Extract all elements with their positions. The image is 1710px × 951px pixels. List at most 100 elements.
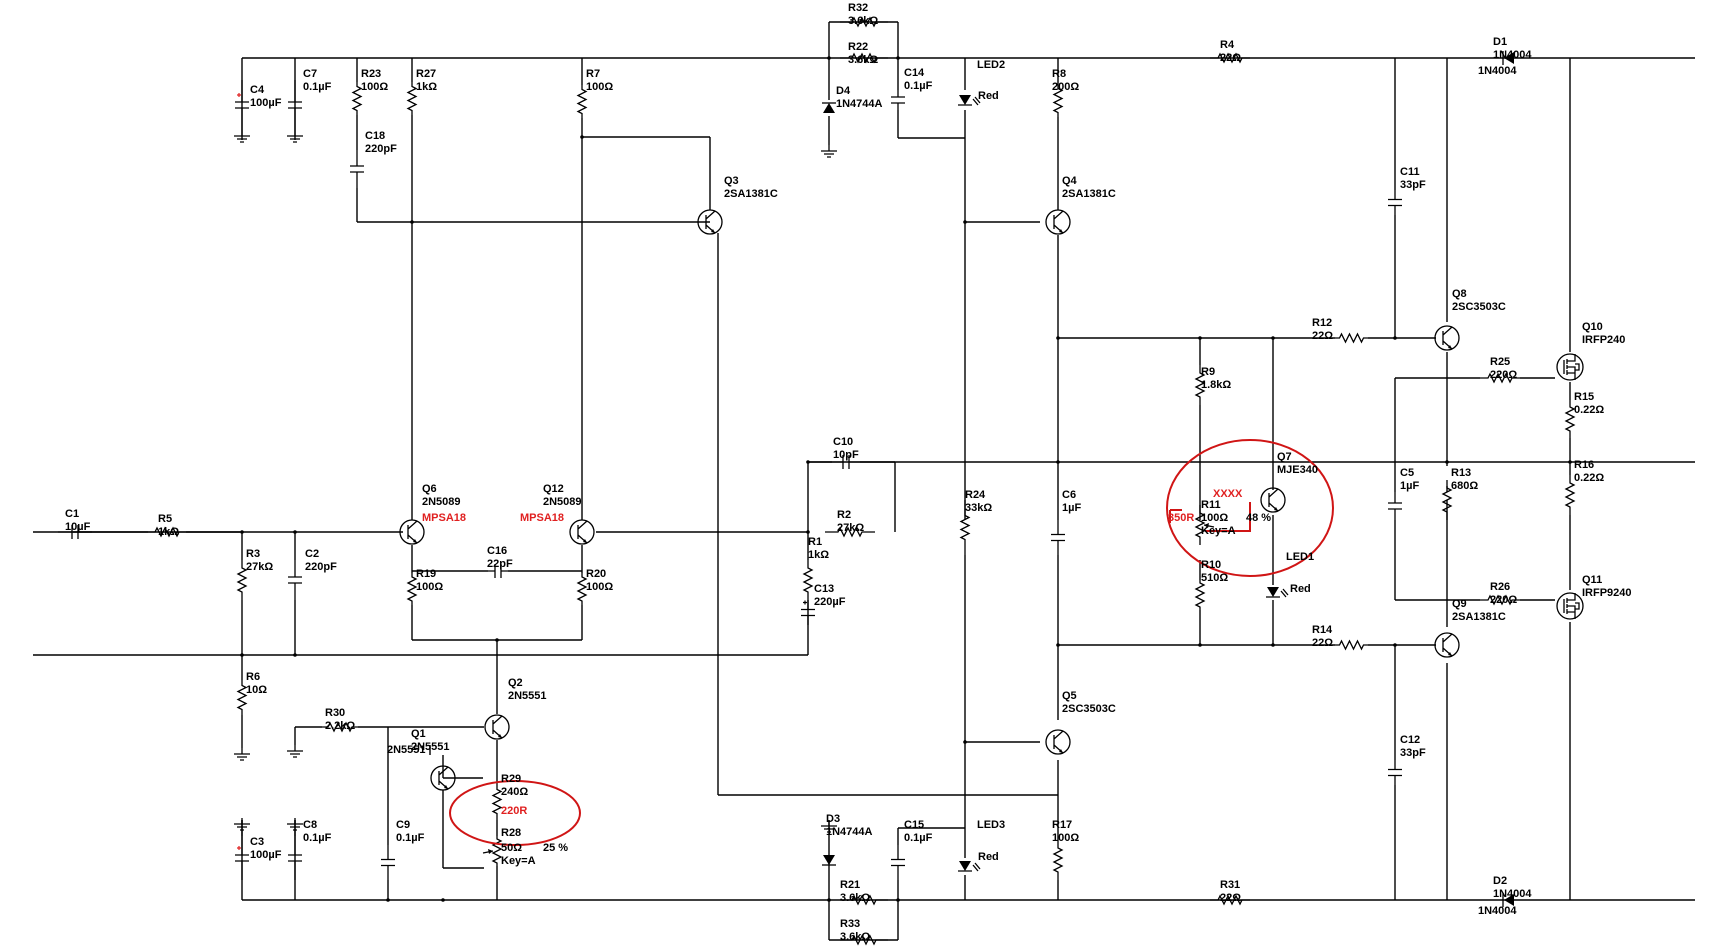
resistor-r15: [1564, 400, 1576, 438]
label-c7-value: 0.1µF: [303, 81, 332, 93]
label-d2-extra: 1N4004: [1478, 905, 1517, 917]
capacitor-c1: [58, 525, 92, 539]
label-q12-value: 2N5089: [543, 496, 582, 508]
label-c9-ref: C9: [396, 819, 410, 831]
diode-d4: [822, 102, 836, 113]
resistor-r5: [148, 526, 186, 538]
label-q11-ref: Q11: [1582, 574, 1602, 586]
diode-d1: [1502, 51, 1514, 65]
label-c14-value: 0.1µF: [904, 80, 933, 92]
label-r8-ref: R8: [1052, 68, 1066, 80]
capacitor-c12: [1388, 760, 1402, 785]
label-r22-value: 3.6kΩ: [848, 54, 878, 66]
label-c4-ref: C4: [250, 84, 265, 96]
label-q9-ref: Q9: [1452, 598, 1467, 610]
resistor-r9: [1194, 365, 1206, 405]
capacitor-c9: [381, 845, 395, 880]
label-c1-value: 10µF: [65, 521, 91, 533]
label-q5-value: 2SC3503C: [1062, 703, 1116, 715]
junction-dot: [1056, 460, 1060, 464]
resistor-r26: [1480, 594, 1520, 606]
label-d3-ref: D3: [826, 813, 840, 825]
label-r24-value: 33kΩ: [965, 502, 992, 514]
junction-dot: [1198, 336, 1202, 340]
label-d3-value: 1N4744A: [826, 826, 873, 838]
label-r17-ref: R17: [1052, 819, 1072, 831]
transistor-q1: [430, 765, 456, 791]
junction-dot: [386, 898, 390, 902]
label-q3-ref: Q3: [724, 175, 739, 187]
capacitor-c4: [235, 80, 249, 130]
markup-r29_sub: 220R: [501, 805, 527, 817]
wiper-r28: [482, 849, 494, 854]
resistor-r13: [1441, 480, 1453, 520]
label-r12-value: 22Ω: [1312, 330, 1333, 342]
resistor-r7: [576, 85, 588, 118]
label-r16-ref: R16: [1574, 459, 1594, 471]
label-r33-ref: R33: [840, 918, 860, 930]
label-q7-value: MJE340: [1277, 464, 1318, 476]
capacitor-c5: [1388, 492, 1402, 520]
label-r6-ref: R6: [246, 671, 260, 683]
transistor-q2: [484, 714, 510, 740]
label-d2-ref: D2: [1493, 875, 1507, 887]
markup-circle-r11: [1166, 439, 1334, 577]
junction-dot: [806, 460, 810, 464]
label-r3-ref: R3: [246, 548, 260, 560]
led-led2: [958, 95, 981, 106]
transistor-q3: [697, 209, 723, 235]
label-r10-ref: R10: [1201, 559, 1221, 571]
label-q10-ref: Q10: [1582, 321, 1603, 333]
label-r23-value: 100Ω: [361, 81, 388, 93]
resistor-r11: [1194, 505, 1206, 545]
resistor-r16: [1564, 475, 1576, 515]
label-c14-ref: C14: [904, 67, 925, 79]
label-r20-value: 100Ω: [586, 581, 613, 593]
label-r11-extra: Key=A: [1201, 525, 1236, 537]
junction-dot: [580, 135, 584, 139]
mosfet-q11: [1556, 592, 1584, 620]
label-led1-extra: Red: [1290, 583, 1311, 595]
ground-icon: [287, 745, 303, 758]
diode-d2: [1502, 893, 1514, 907]
capacitor-c14: [891, 90, 905, 110]
label-led3-extra: Red: [978, 851, 999, 863]
label-c2-value: 220pF: [305, 561, 337, 573]
label-r25-ref: R25: [1490, 356, 1510, 368]
label-r29-ref: R29: [501, 773, 521, 785]
ground-icon: [821, 145, 837, 158]
label-q10-value: IRFP240: [1582, 334, 1625, 346]
label-d2-value: 1N4004: [1493, 888, 1532, 900]
junction-dot: [896, 56, 900, 60]
resistor-r12: [1335, 332, 1368, 344]
label-r27-value: 1kΩ: [416, 81, 437, 93]
label-r26-ref: R26: [1490, 581, 1510, 593]
label-c11-ref: C11: [1400, 166, 1420, 178]
label-r14-ref: R14: [1312, 624, 1333, 636]
resistor-r17: [1052, 840, 1064, 880]
label-c6-value: 1µF: [1062, 502, 1081, 514]
label-r5-ref: R5: [158, 513, 172, 525]
label-r11-extra: 48 %: [1246, 512, 1271, 524]
label-r4-value: 22Ω: [1220, 52, 1241, 64]
resistor-r22: [840, 52, 888, 64]
label-r19-value: 100Ω: [416, 581, 443, 593]
label-r2-ref: R2: [837, 509, 851, 521]
label-c15-ref: C15: [904, 819, 924, 831]
resistor-r25: [1480, 372, 1520, 384]
label-c12-ref: C12: [1400, 734, 1420, 746]
diode-d3: [822, 855, 836, 866]
junction-dot: [1393, 336, 1397, 340]
resistor-r1: [802, 560, 814, 600]
ground-icon: [821, 820, 837, 833]
label-r24-ref: R24: [965, 489, 986, 501]
label-c18-ref: C18: [365, 130, 385, 142]
label-r12-ref: R12: [1312, 317, 1332, 329]
label-r1-ref: R1: [808, 536, 822, 548]
capacitor-c11: [1388, 190, 1402, 215]
label-r15-ref: R15: [1574, 391, 1594, 403]
label-r3-value: 27kΩ: [246, 561, 273, 573]
label-c8-ref: C8: [303, 819, 317, 831]
transistor-q6: [399, 519, 425, 545]
